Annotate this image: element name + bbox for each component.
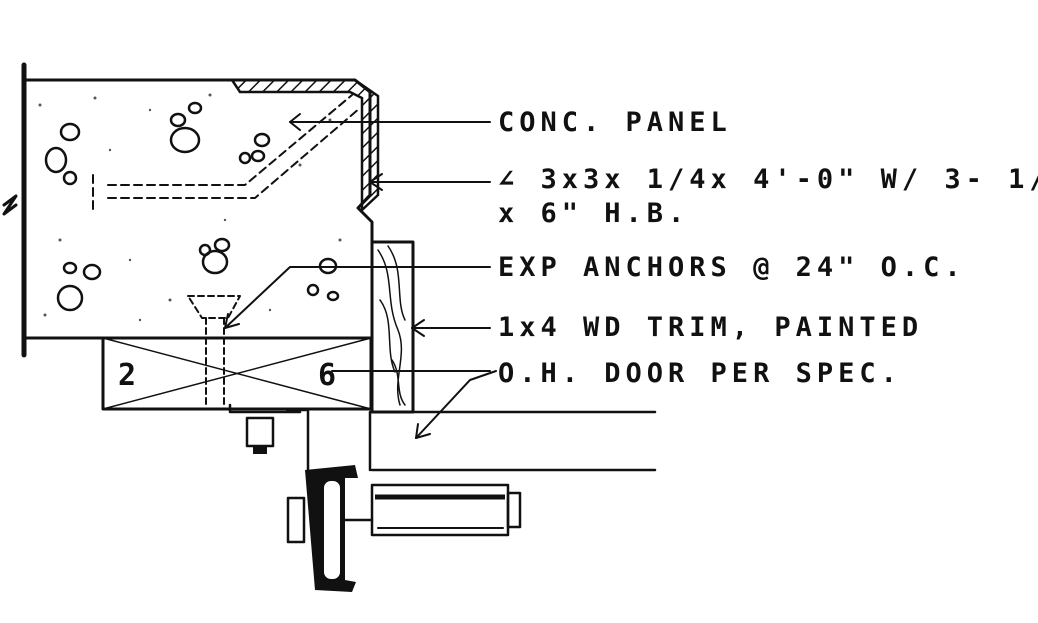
- concrete-panel: [2, 62, 374, 358]
- wood-header: 2 6: [101, 336, 373, 411]
- header-tag-right: 6: [318, 358, 336, 393]
- wd-trim-label: 1x4 WD TRIM, PAINTED: [498, 312, 923, 343]
- header-tag-left: 2: [118, 358, 136, 393]
- headed-bolt: [92, 94, 361, 211]
- leader-lines: [224, 113, 497, 439]
- angle-label-line1: ∠ 3x3x 1/4x 4'-0" W/ 3- 1/2"φ: [498, 164, 1038, 195]
- expansion-anchor: [187, 295, 241, 406]
- steel-angle: [229, 78, 380, 213]
- door-track-assembly: [228, 403, 657, 592]
- exp-anchors-label: EXP ANCHORS @ 24" O.C.: [498, 252, 966, 283]
- callout-labels: CONC. PANEL ∠ 3x3x 1/4x 4'-0" W/ 3- 1/2"…: [498, 107, 1038, 389]
- oh-door-label: O.H. DOOR PER SPEC.: [498, 358, 902, 389]
- conc-panel-label: CONC. PANEL: [498, 107, 732, 138]
- angle-label-line2: x 6" H.B.: [498, 198, 689, 229]
